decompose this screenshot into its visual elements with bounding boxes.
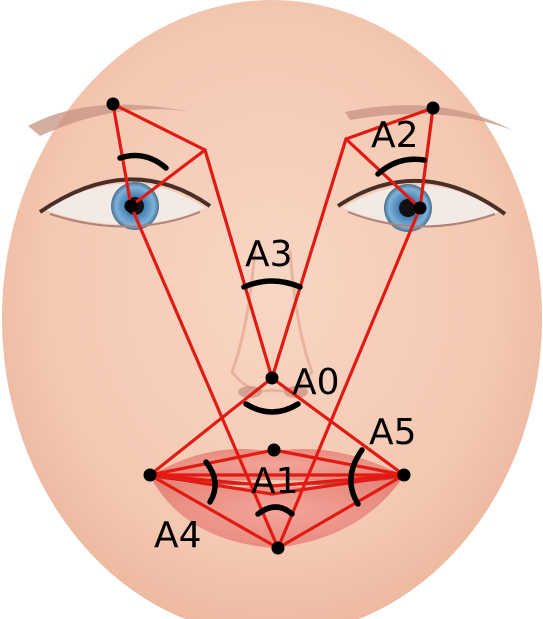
landmark-upper-lip [268, 444, 281, 457]
label-a5: A5 [369, 412, 417, 453]
label-a2: A2 [371, 115, 419, 156]
landmark-left-brow [107, 98, 120, 111]
landmark-nose-tip [266, 372, 279, 385]
label-a3: A3 [245, 234, 293, 275]
landmark-right-eye [414, 202, 427, 215]
landmark-right-brow [427, 102, 440, 115]
label-a0: A0 [292, 362, 340, 403]
label-a1: A1 [251, 461, 299, 502]
landmark-right-mouth-corner [398, 469, 411, 482]
label-a4: A4 [154, 515, 202, 556]
landmark-chin [272, 542, 285, 555]
landmark-left-mouth-corner [144, 469, 157, 482]
landmark-left-eye [125, 200, 138, 213]
